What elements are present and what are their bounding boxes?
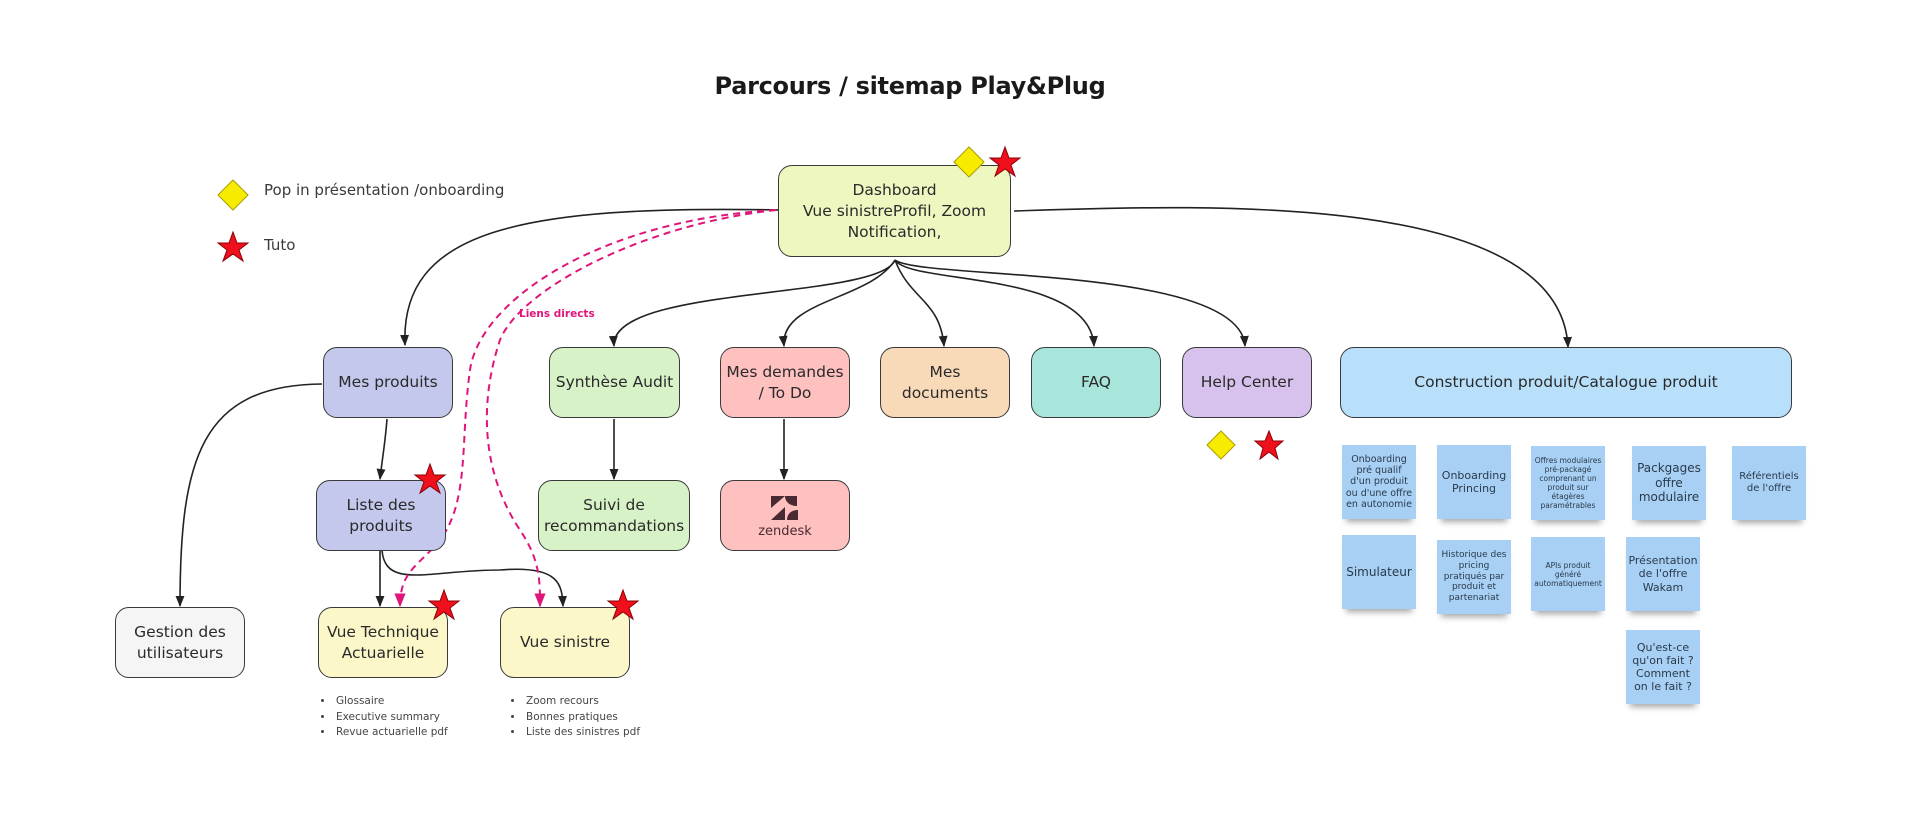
dashboard-line-2: Vue sinistreProfil, Zoom xyxy=(802,201,987,220)
direct-links-label: Liens directs xyxy=(519,308,595,320)
node-label: Mes demandes / To Do xyxy=(726,362,844,402)
edge-dashboard-help-center xyxy=(894,259,1249,348)
dashboard-title: Dashboard xyxy=(852,180,937,199)
edge-dashboard-mes-demandes xyxy=(778,259,896,348)
node-label: Liste des produits xyxy=(346,495,416,535)
node-suivi-recommandations[interactable]: Suivi de recommandations xyxy=(538,480,690,551)
bullet-item: Zoom recours xyxy=(524,694,640,710)
sticky-note[interactable]: Simulateur xyxy=(1342,535,1416,609)
node-mes-demandes[interactable]: Mes demandes / To Do xyxy=(720,347,850,418)
dashboard-line-3: Notification, xyxy=(847,222,942,241)
star-icon xyxy=(427,588,461,621)
node-label: FAQ xyxy=(1080,373,1112,391)
node-label: Mes produits xyxy=(338,373,438,391)
bullet-item: Liste des sinistres pdf xyxy=(524,725,640,741)
bullet-item: Revue actuarielle pdf xyxy=(334,725,448,741)
node-gestion-utilisateurs[interactable]: Gestion des utilisateurs xyxy=(115,607,245,678)
node-mes-documents[interactable]: Mes documents xyxy=(880,347,1010,418)
node-label: Help Center xyxy=(1200,373,1294,391)
node-label: Vue Technique Actuarielle xyxy=(327,622,439,662)
sticky-note[interactable]: Présentation de l'offre Wakam xyxy=(1626,537,1700,611)
edge-dashboard-mes-documents xyxy=(894,259,948,348)
node-help-center[interactable]: Help Center xyxy=(1182,347,1312,418)
diamond-icon xyxy=(953,146,985,178)
node-construction-produit[interactable]: Construction produit/Catalogue produit xyxy=(1340,347,1792,418)
node-label: Synthèse Audit xyxy=(555,373,674,391)
star-icon xyxy=(413,462,447,495)
sticky-note[interactable]: Onboarding pré qualif d'un produit ou d'… xyxy=(1342,445,1416,519)
edge-liste-vue-sinistre xyxy=(381,549,567,608)
legend-label-tuto: Tuto xyxy=(264,236,296,254)
edge-dashboard-construction xyxy=(1013,206,1572,349)
star-icon xyxy=(988,145,1022,178)
node-vue-technique-actuarielle[interactable]: Vue Technique Actuarielle xyxy=(318,607,448,678)
sticky-note[interactable]: Onboarding Princing xyxy=(1437,445,1511,519)
node-mes-produits[interactable]: Mes produits xyxy=(323,347,453,418)
node-vue-sinistre[interactable]: Vue sinistre xyxy=(500,607,630,678)
node-liste-des-produits[interactable]: Liste des produits xyxy=(316,480,446,551)
star-icon xyxy=(216,230,250,263)
node-faq[interactable]: FAQ xyxy=(1031,347,1161,418)
edge-dashboard-synthese xyxy=(608,259,896,348)
bullet-item: Executive summary xyxy=(334,710,448,726)
sticky-note[interactable]: APIs produit généré automatiquement xyxy=(1531,537,1605,611)
vue-sinistre-bullets: Zoom recours Bonnes pratiques Liste des … xyxy=(508,694,640,741)
edge-mes-produits-liste xyxy=(376,418,388,481)
bullet-item: Glossaire xyxy=(334,694,448,710)
sticky-note[interactable]: Historique des pricing pratiqués par pro… xyxy=(1437,540,1511,614)
sticky-note[interactable]: Packgages offre modulaire xyxy=(1632,446,1706,520)
node-label: Construction produit/Catalogue produit xyxy=(1414,373,1718,391)
edge-mes-produits-gestion xyxy=(175,383,323,608)
star-icon xyxy=(1253,429,1285,461)
direct-link-vue-sinistre xyxy=(485,209,777,608)
bullet-item: Bonnes pratiques xyxy=(524,710,640,726)
sticky-note[interactable]: Référentiels de l'offre xyxy=(1732,446,1806,520)
star-icon xyxy=(606,588,640,621)
node-label: Mes documents xyxy=(901,362,989,402)
sticky-note[interactable]: Offres modulaires pré-packagé comprenant… xyxy=(1531,446,1605,520)
diamond-icon xyxy=(217,179,249,211)
vue-technique-bullets: Glossaire Executive summary Revue actuar… xyxy=(318,694,448,741)
sticky-note[interactable]: Qu'est-ce qu'on fait ? Comment on le fai… xyxy=(1626,630,1700,704)
page-title: Parcours / sitemap Play&Plug xyxy=(714,72,1106,100)
node-label: Gestion des utilisateurs xyxy=(134,622,226,662)
direct-link-vue-technique xyxy=(394,209,777,608)
zendesk-logo-icon xyxy=(771,496,798,520)
node-label: Suivi de recommandations xyxy=(544,495,685,535)
node-dashboard[interactable]: Dashboard Vue sinistreProfil, Zoom Notif… xyxy=(778,165,1011,257)
diamond-icon xyxy=(1206,430,1236,460)
node-synthese-audit[interactable]: Synthèse Audit xyxy=(549,347,680,418)
edge-dashboard-faq xyxy=(894,259,1098,348)
legend-label-onboarding: Pop in présentation /onboarding xyxy=(264,181,505,199)
node-label: Vue sinistre xyxy=(519,633,611,651)
zendesk-label: zendesk xyxy=(758,524,812,539)
node-zendesk[interactable]: zendesk xyxy=(720,480,850,551)
edge-dashboard-mes-produits xyxy=(400,208,781,347)
